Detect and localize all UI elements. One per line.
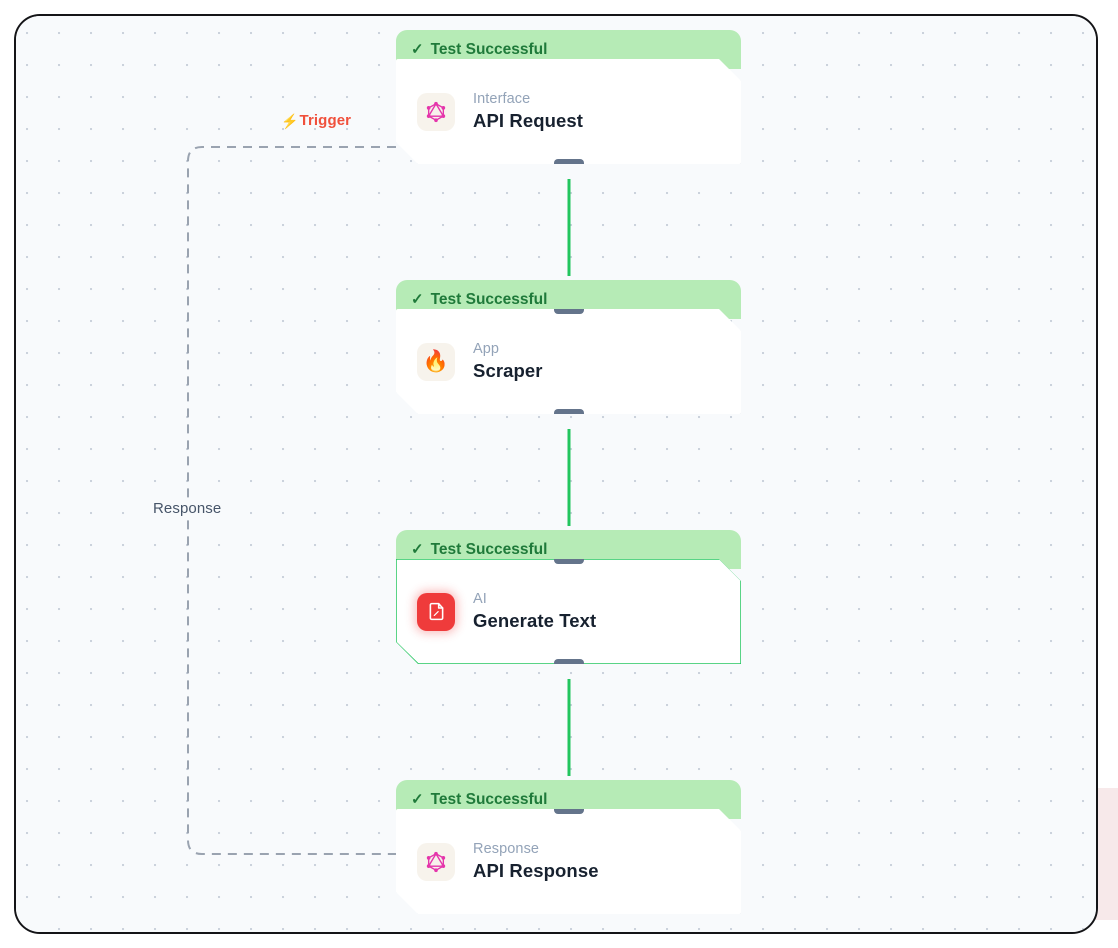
node-body[interactable]: 🔥 App Scraper <box>396 309 741 414</box>
workflow-canvas-window: ⚡ Trigger Response ✓ Test Successful <box>14 14 1098 934</box>
node-text: Response API Response <box>473 841 599 882</box>
node-text: AI Generate Text <box>473 591 596 632</box>
node-category: AI <box>473 591 487 607</box>
node-category: Interface <box>473 91 531 107</box>
check-icon: ✓ <box>411 291 424 308</box>
node-status-label: Test Successful <box>430 290 548 308</box>
node-title: API Request <box>473 110 584 131</box>
node-title: Scraper <box>473 360 543 381</box>
fire-icon: 🔥 <box>417 343 455 381</box>
workflow-node-api-request[interactable]: ✓ Test Successful <box>396 30 741 164</box>
node-category: App <box>473 341 500 357</box>
response-route-label: Response <box>147 498 228 519</box>
check-icon: ✓ <box>411 541 424 558</box>
workflow-node-generate-text[interactable]: ✓ Test Successful AI Generate Te <box>396 530 741 664</box>
node-title: Generate Text <box>473 610 597 631</box>
document-edit-icon <box>417 593 455 631</box>
check-icon: ✓ <box>411 791 424 808</box>
workflow-node-api-response[interactable]: ✓ Test Successful <box>396 780 741 914</box>
node-status-label: Test Successful <box>430 40 548 58</box>
node-handle-bottom[interactable] <box>554 409 584 418</box>
graphql-icon <box>417 93 455 131</box>
node-status-label: Test Successful <box>430 790 548 808</box>
workflow-node-scraper[interactable]: ✓ Test Successful 🔥 App Scraper <box>396 280 741 414</box>
node-title: API Response <box>473 860 599 881</box>
node-handle-top[interactable] <box>554 305 584 314</box>
node-handle-top[interactable] <box>554 805 584 814</box>
node-category: Response <box>473 841 540 857</box>
trigger-route-label: ⚡ Trigger <box>281 112 351 129</box>
check-icon: ✓ <box>411 41 424 58</box>
node-handle-bottom[interactable] <box>554 159 584 168</box>
node-body[interactable]: AI Generate Text <box>396 559 741 664</box>
node-text: Interface API Request <box>473 91 583 132</box>
lightning-bolt-icon: ⚡ <box>281 112 299 129</box>
node-body[interactable]: Interface API Request <box>396 59 741 164</box>
node-body[interactable]: Response API Response <box>396 809 741 914</box>
node-status-label: Test Successful <box>430 540 548 558</box>
graphql-icon <box>417 843 455 881</box>
node-text: App Scraper <box>473 341 543 382</box>
trigger-label-text: Trigger <box>299 112 352 129</box>
